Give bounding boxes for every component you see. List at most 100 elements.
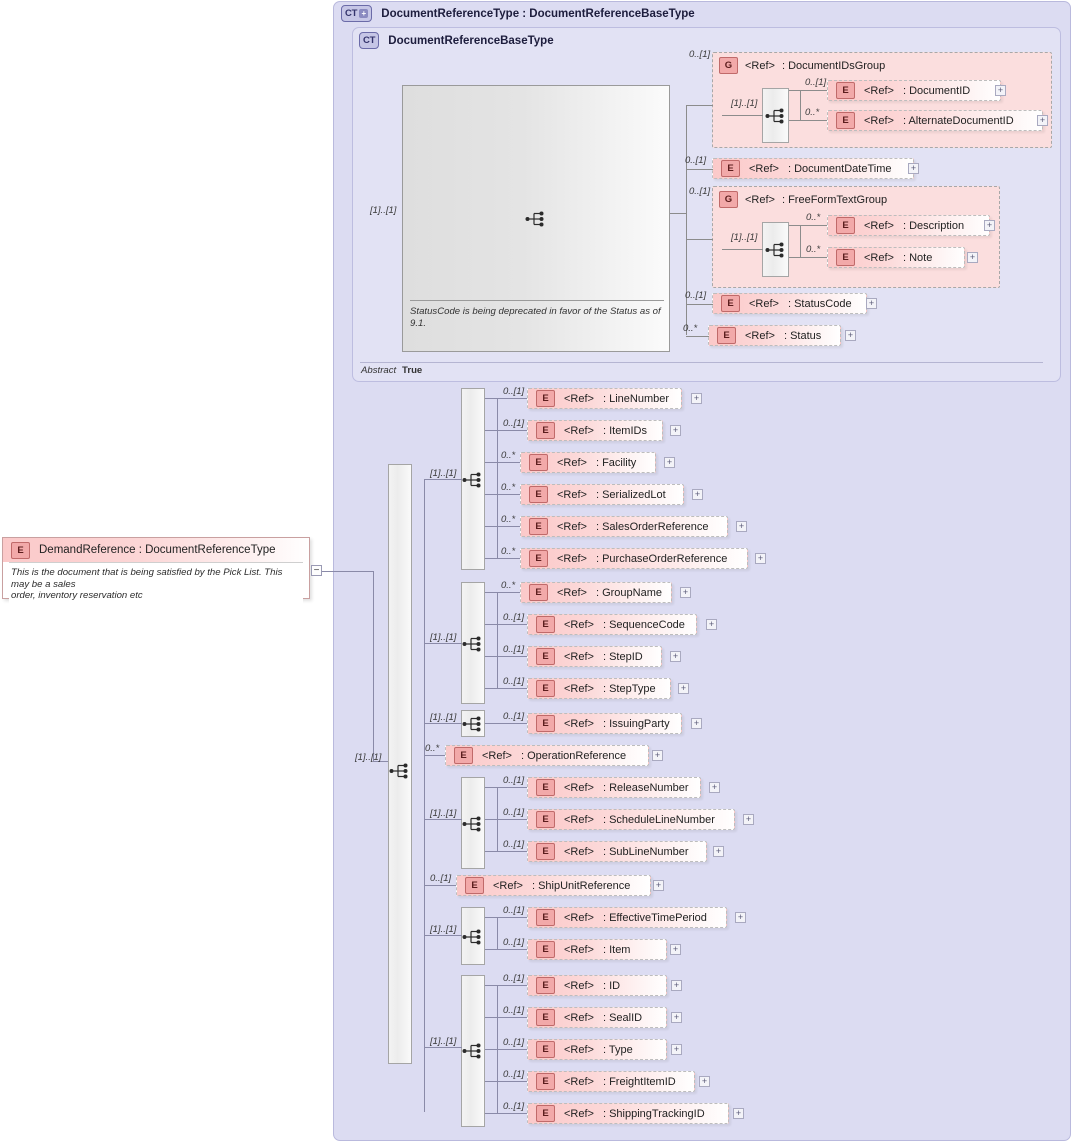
node-operation-reference[interactable]: E <Ref> : OperationReference xyxy=(445,745,649,766)
element-badge: E xyxy=(536,811,555,828)
expand-freight-item-id[interactable]: + xyxy=(699,1076,710,1087)
expand-group-name[interactable]: + xyxy=(680,587,691,598)
ref-label: <Ref> xyxy=(864,114,894,127)
ref-label: <Ref> xyxy=(482,749,512,762)
expand-status-code[interactable]: + xyxy=(866,298,877,309)
expand-sub-line-number[interactable]: + xyxy=(713,846,724,857)
node-label: : AlternateDocumentID xyxy=(902,114,1014,127)
node-purchase-order-reference[interactable]: E <Ref> : PurchaseOrderReference xyxy=(520,548,748,569)
node-release-number[interactable]: E <Ref> : ReleaseNumber xyxy=(527,777,701,798)
ref-label: <Ref> xyxy=(864,219,894,232)
node-label: : SerializedLot xyxy=(595,488,666,501)
node-schedule-line-number[interactable]: E <Ref> : ScheduleLineNumber xyxy=(527,809,735,830)
node-seal-id[interactable]: E <Ref> : SealID xyxy=(527,1007,667,1028)
node-type[interactable]: E <Ref> : Type xyxy=(527,1039,667,1060)
node-line-number[interactable]: E <Ref> : LineNumber xyxy=(527,388,682,409)
expand-description[interactable]: + xyxy=(984,220,995,231)
node-sub-line-number[interactable]: E <Ref> : SubLineNumber xyxy=(527,841,707,862)
cardinality-step-type: 0..[1] xyxy=(503,676,525,687)
group-1-seq-cardinality: [1]..[1] xyxy=(430,468,457,479)
line-group-5-in xyxy=(424,935,462,936)
node-facility[interactable]: E <Ref> : Facility xyxy=(520,452,656,473)
element-badge: E xyxy=(529,584,548,601)
line-to-status xyxy=(686,336,709,337)
cardinality-group-name: 0..* xyxy=(501,580,516,591)
node-item[interactable]: E <Ref> : Item xyxy=(527,939,667,960)
line-group-4-in xyxy=(424,819,462,820)
expand-sequence-code[interactable]: + xyxy=(706,619,717,630)
node-note[interactable]: E <Ref> : Note xyxy=(827,247,965,268)
node-sequence-code[interactable]: E <Ref> : SequenceCode xyxy=(527,614,697,635)
expand-issuing-party[interactable]: + xyxy=(691,718,702,729)
line-g4-c1 xyxy=(485,819,528,820)
node-ship-unit-reference[interactable]: E <Ref> : ShipUnitReference xyxy=(456,875,651,896)
expand-purchase-order-reference[interactable]: + xyxy=(755,553,766,564)
element-badge: E xyxy=(529,518,548,535)
root-element-annotation: This is the document that is being satis… xyxy=(9,562,303,608)
expand-sales-order-reference[interactable]: + xyxy=(736,521,747,532)
expand-facility[interactable]: + xyxy=(664,457,675,468)
node-label: : SubLineNumber xyxy=(602,845,689,858)
node-description[interactable]: E <Ref> : Description xyxy=(827,215,990,236)
expand-document-id[interactable]: + xyxy=(995,85,1006,96)
sequence-icon xyxy=(462,715,484,733)
expand-item-ids[interactable]: + xyxy=(670,425,681,436)
expand-type[interactable]: + xyxy=(671,1044,682,1055)
ref-label: <Ref> xyxy=(564,845,594,858)
element-badge: E xyxy=(836,112,855,129)
expand-effective-time-period[interactable]: + xyxy=(735,912,746,923)
node-step-id[interactable]: E <Ref> : StepID xyxy=(527,646,662,667)
line-g6-c0 xyxy=(485,985,528,986)
node-sales-order-reference[interactable]: E <Ref> : SalesOrderReference xyxy=(520,516,728,537)
expand-seal-id[interactable]: + xyxy=(671,1012,682,1023)
ref-label: <Ref> xyxy=(564,392,594,405)
expand-document-date-time[interactable]: + xyxy=(908,163,919,174)
expand-line-number[interactable]: + xyxy=(691,393,702,404)
document-ids-seq-cardinality: [1]..[1] xyxy=(731,98,758,109)
element-badge: E xyxy=(536,648,555,665)
node-document-date-time[interactable]: E <Ref> : DocumentDateTime xyxy=(712,158,914,179)
cardinality-shipping-tracking-id: 0..[1] xyxy=(503,1101,525,1112)
node-step-type[interactable]: E <Ref> : StepType xyxy=(527,678,671,699)
sequence-icon xyxy=(462,635,484,653)
node-shipping-tracking-id[interactable]: E <Ref> : ShippingTrackingID xyxy=(527,1103,729,1124)
expand-step-type[interactable]: + xyxy=(678,683,689,694)
line-g6-c1 xyxy=(485,1017,528,1018)
expand-note[interactable]: + xyxy=(967,252,978,263)
cardinality-freight-item-id: 0..[1] xyxy=(503,1069,525,1080)
element-badge: E xyxy=(536,977,555,994)
node-effective-time-period[interactable]: E <Ref> : EffectiveTimePeriod xyxy=(527,907,727,928)
node-freight-item-id[interactable]: E <Ref> : FreightItemID xyxy=(527,1071,695,1092)
node-document-id[interactable]: E <Ref> : DocumentID xyxy=(827,80,1001,101)
node-id[interactable]: E <Ref> : ID xyxy=(527,975,667,996)
node-group-name[interactable]: E <Ref> : GroupName xyxy=(520,582,672,603)
node-serialized-lot[interactable]: E <Ref> : SerializedLot xyxy=(520,484,684,505)
expand-status[interactable]: + xyxy=(845,330,856,341)
root-element-demand-reference[interactable]: E DemandReference : DocumentReferenceTyp… xyxy=(2,537,310,608)
expand-ship-unit-reference[interactable]: + xyxy=(653,880,664,891)
expand-id[interactable]: + xyxy=(671,980,682,991)
node-alternate-document-id[interactable]: E <Ref> : AlternateDocumentID xyxy=(827,110,1043,131)
element-badge: E xyxy=(536,941,555,958)
node-label: : SealID xyxy=(602,1011,643,1024)
node-item-ids[interactable]: E <Ref> : ItemIDs xyxy=(527,420,663,441)
node-status-code[interactable]: E <Ref> : StatusCode xyxy=(712,293,867,314)
expand-step-id[interactable]: + xyxy=(670,651,681,662)
expand-release-number[interactable]: + xyxy=(709,782,720,793)
node-status[interactable]: E <Ref> : Status xyxy=(708,325,841,346)
element-badge: E xyxy=(836,249,855,266)
expand-schedule-line-number[interactable]: + xyxy=(743,814,754,825)
line-g2-c1 xyxy=(485,624,528,625)
ct-expand-icon[interactable]: + xyxy=(359,9,369,18)
sequence-icon xyxy=(525,210,547,228)
expand-alternate-document-id[interactable]: + xyxy=(1037,115,1048,126)
node-issuing-party[interactable]: E <Ref> : IssuingParty xyxy=(527,713,682,734)
expand-shipping-tracking-id[interactable]: + xyxy=(733,1108,744,1119)
expand-serialized-lot[interactable]: + xyxy=(692,489,703,500)
cardinality-item: 0..[1] xyxy=(503,937,525,948)
expand-item[interactable]: + xyxy=(670,944,681,955)
expand-operation-reference[interactable]: + xyxy=(652,750,663,761)
collapse-demand-reference[interactable]: − xyxy=(311,565,322,576)
group-6-seq-cardinality: [1]..[1] xyxy=(430,1036,457,1047)
line-to-document-ids-group xyxy=(686,105,713,106)
